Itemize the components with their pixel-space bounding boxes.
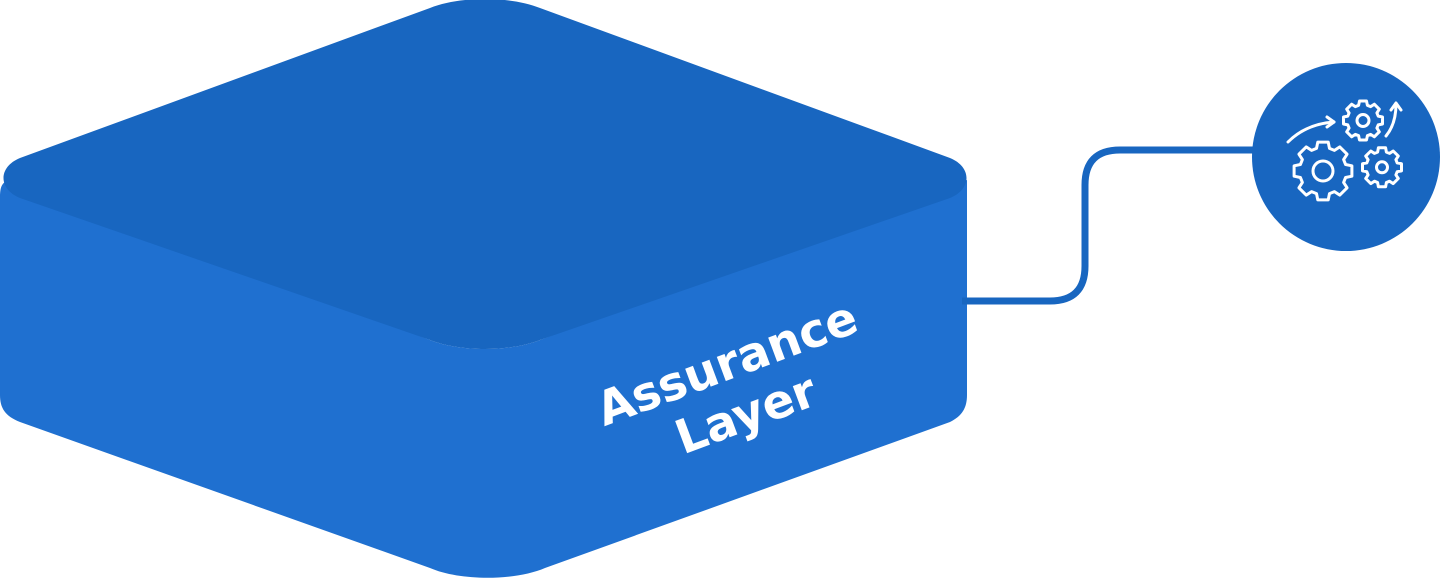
connector-line xyxy=(962,146,1258,305)
gears-process-icon xyxy=(1286,99,1403,202)
layer-block-top xyxy=(3,0,967,349)
layer-block-side xyxy=(0,180,967,578)
